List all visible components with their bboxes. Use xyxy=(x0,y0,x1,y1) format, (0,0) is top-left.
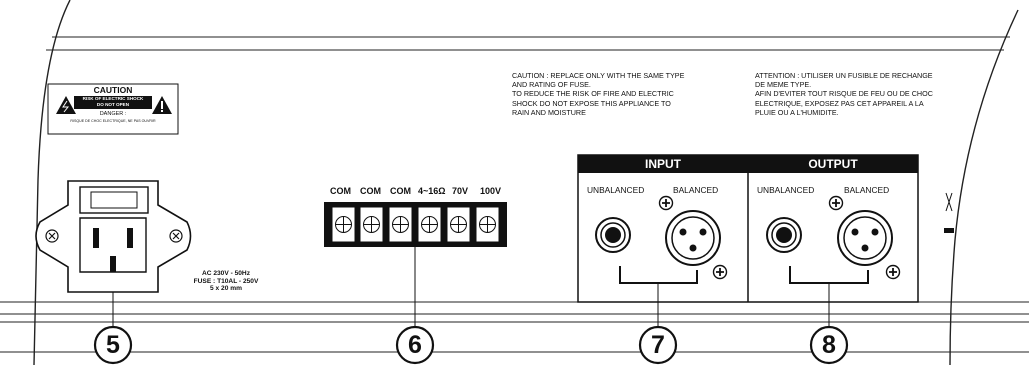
input-title: INPUT xyxy=(645,157,681,171)
caution-subline: RISK OF ELECTRIC SHOCK xyxy=(82,96,144,101)
power-inlet xyxy=(35,180,192,293)
weee-bin-icon xyxy=(944,192,954,233)
chassis-right-edge xyxy=(949,9,1019,365)
warning-french: ATTENTION : UTILISER UN FUSIBLE DE RECHA… xyxy=(755,71,933,117)
screw-icon xyxy=(712,264,728,280)
power-spec-line: AC 230V - 50Hz xyxy=(201,270,250,277)
callout-circle xyxy=(809,325,849,365)
warning-english: CAUTION : REPLACE ONLY WITH THE SAME TYP… xyxy=(512,71,685,117)
caution-label: CAUTION RISK OF ELECTRIC SHOCK DO NOT OP… xyxy=(48,86,178,132)
output-jack-unbalanced xyxy=(766,217,802,253)
terminal-label: COM xyxy=(390,186,411,196)
terminal-label: 100V xyxy=(480,186,502,196)
output-unbalanced-label: UNBALANCED xyxy=(757,185,815,195)
output-balanced-label: BALANCED xyxy=(844,185,890,195)
terminal-label: 4~16Ω xyxy=(418,186,446,196)
screw-icon xyxy=(658,195,674,211)
power-spec-line: FUSE : T10AL - 250V xyxy=(193,277,259,285)
input-unbalanced-label: UNBALANCED xyxy=(587,185,645,195)
screw-icon xyxy=(885,264,901,280)
exclamation-warning-icon xyxy=(152,96,172,114)
input-balanced-label: BALANCED xyxy=(673,185,719,195)
output-title: OUTPUT xyxy=(808,157,858,171)
terminal-label: COM xyxy=(330,186,351,196)
danger-subtext: RISQUE DE CHOC ELECTRIQUE, NE PAS OUVRIR xyxy=(70,119,156,123)
speaker-terminal-strip xyxy=(324,202,507,247)
input-jack-balanced xyxy=(665,210,721,266)
screw-icon xyxy=(828,195,844,211)
callout-number: 8 xyxy=(822,331,836,359)
callout-number: 7 xyxy=(651,331,665,359)
input-jack-unbalanced xyxy=(595,217,631,253)
output-title-bar xyxy=(748,155,918,173)
caution-header: CAUTION xyxy=(93,85,133,95)
terminal-label: 70V xyxy=(452,186,469,196)
danger-label: DANGER : xyxy=(99,111,127,117)
lightning-warning-icon xyxy=(56,96,76,114)
caution-subtext: RISK OF ELECTRIC SHOCK DO NOT OPEN xyxy=(74,96,152,109)
callout-number: 5 xyxy=(106,331,120,359)
power-spec-line: 5 x 20 mm xyxy=(210,285,242,293)
terminal-label: COM xyxy=(360,186,381,196)
power-spec: AC 230V - 50Hz FUSE : T10AL - 250V 5 x 2… xyxy=(186,270,266,293)
callout-circle xyxy=(93,325,133,365)
output-jack-balanced xyxy=(837,210,893,266)
callout-number: 6 xyxy=(408,331,422,359)
callout-circle xyxy=(395,325,435,365)
caution-subline: DO NOT OPEN xyxy=(96,102,130,107)
chassis-left-edge xyxy=(33,0,71,365)
callout-circle xyxy=(638,325,678,365)
input-title-bar xyxy=(578,155,748,173)
